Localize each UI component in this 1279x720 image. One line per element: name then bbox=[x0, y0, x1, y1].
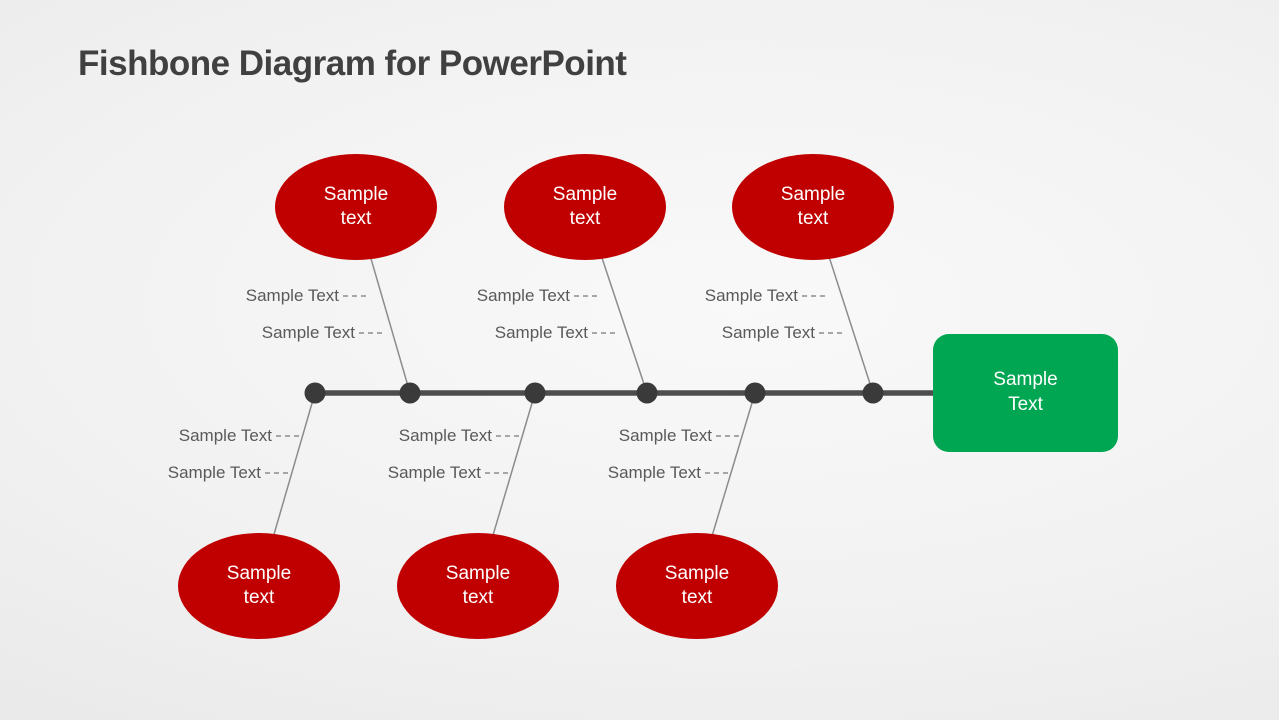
spine-node-dot bbox=[744, 382, 766, 404]
cause-bubble-label: text bbox=[243, 587, 275, 608]
cause-bubble-bottom-2: Sample text bbox=[397, 533, 559, 639]
cause-bubble-top-3: Sample text bbox=[732, 154, 894, 260]
effect-head-box: Sample Text bbox=[933, 334, 1118, 452]
cause-bubble-label: Sample bbox=[780, 183, 846, 205]
cause-bubble-label: text bbox=[569, 208, 601, 229]
cause-bubble-label: Sample bbox=[445, 562, 511, 584]
spine-label: Sample Text bbox=[167, 463, 261, 482]
spine-label: Sample Text bbox=[387, 463, 481, 482]
effect-head-label: Text bbox=[1008, 394, 1043, 415]
cause-bubble-label: Sample bbox=[226, 562, 292, 584]
cause-bubble-label: text bbox=[681, 587, 713, 608]
spine-node-dot bbox=[636, 382, 658, 404]
cause-bubble-label: text bbox=[797, 208, 829, 229]
spine-node-dot bbox=[524, 382, 546, 404]
effect-head-label: Sample bbox=[993, 369, 1058, 391]
spine-node-dot bbox=[862, 382, 884, 404]
spine-label: Sample Text bbox=[398, 426, 492, 445]
cause-bubble-bottom-3: Sample text bbox=[616, 533, 778, 639]
spine-node-dot bbox=[304, 382, 326, 404]
cause-bubble-bottom-1: Sample text bbox=[178, 533, 340, 639]
spine-label: Sample Text bbox=[261, 323, 355, 342]
cause-bubble-label: Sample bbox=[552, 183, 618, 205]
spine-label: Sample Text bbox=[607, 463, 701, 482]
cause-bubble-label: text bbox=[340, 208, 372, 229]
cause-bubble-label: text bbox=[462, 587, 494, 608]
spine-label: Sample Text bbox=[178, 426, 272, 445]
cause-bubble-top-1: Sample text bbox=[275, 154, 437, 260]
spine-label: Sample Text bbox=[618, 426, 712, 445]
spine-node-dot bbox=[399, 382, 421, 404]
spine-label: Sample Text bbox=[245, 286, 339, 305]
cause-bubble-label: Sample bbox=[664, 562, 730, 584]
cause-bubble-label: Sample bbox=[323, 183, 389, 205]
spine-label: Sample Text bbox=[494, 323, 588, 342]
spine-label: Sample Text bbox=[721, 323, 815, 342]
cause-bubble-top-2: Sample text bbox=[504, 154, 666, 260]
spine-label: Sample Text bbox=[476, 286, 570, 305]
spine-label: Sample Text bbox=[704, 286, 798, 305]
slide-title: Fishbone Diagram for PowerPoint bbox=[78, 44, 627, 83]
